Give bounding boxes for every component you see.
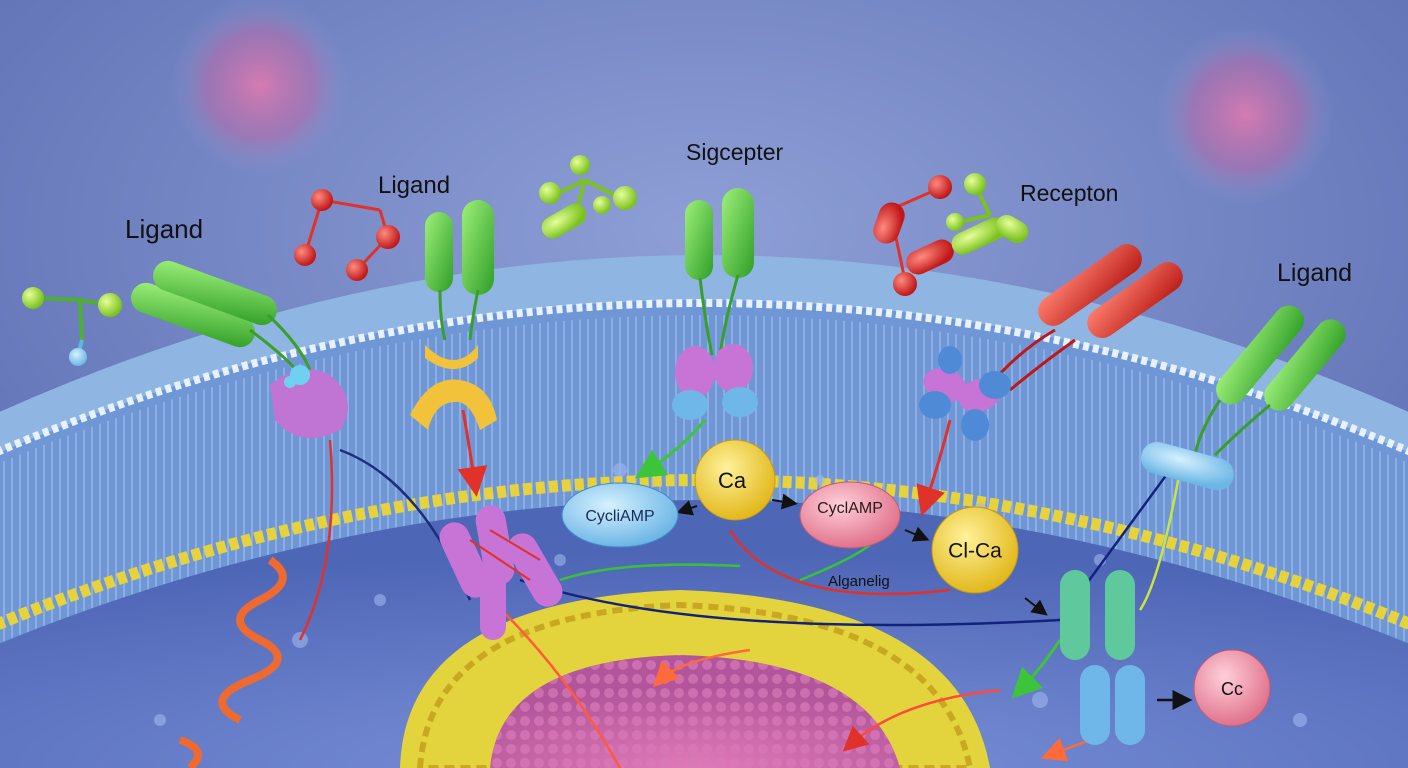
protein-green-blue — [1060, 570, 1145, 745]
label-ligand-left: Ligand — [125, 214, 203, 244]
arrow-to-nucleus — [1011, 639, 1062, 699]
background-cell-right — [1155, 25, 1335, 205]
arrow-ca-to-cycliamp — [676, 500, 698, 516]
protein-helix-orange-2 — [178, 736, 202, 768]
receptor-2-green — [410, 200, 497, 430]
cc-blob: Cc — [1193, 649, 1271, 727]
label-ligand-top: Ligand — [378, 172, 450, 199]
nuclear-pores — [416, 601, 974, 768]
receptor-3-green — [672, 188, 758, 420]
cyclamp-label: CyclAMP — [817, 500, 883, 517]
lipid-heads-inner — [0, 474, 1408, 630]
arrow-cyclamp-to-clca — [904, 526, 930, 542]
cl-ca-blob: Cl-Ca — [931, 506, 1019, 594]
cyclamp-blob: CyclAMP — [799, 481, 901, 549]
receptor-5-green — [1141, 305, 1346, 491]
cycliamp-label: CycliAMP — [585, 508, 654, 525]
arrow-ca-to-cyclamp — [771, 493, 798, 510]
arrow-to-cl-ca — [916, 419, 952, 517]
label-recepton: Recepton — [1020, 180, 1118, 206]
cl-ca-label: Cl-Ca — [948, 540, 1002, 563]
ca-label: Ca — [718, 468, 747, 493]
cycliamp-blob: CycliAMP — [561, 482, 679, 548]
protein-helix-orange — [218, 556, 287, 724]
arrow-clca-out — [1024, 597, 1048, 616]
receptor-1-green — [131, 260, 348, 438]
ligand-molecule-left — [22, 287, 122, 366]
arrow-to-complex — [457, 409, 488, 497]
ligand-molecule-green-top — [539, 155, 637, 239]
ligand-molecule-green-right — [946, 173, 1029, 255]
ca-blob: Ca — [694, 439, 776, 521]
arrow-to-cycliamp — [634, 419, 707, 479]
ligand-molecule-red-right — [873, 175, 954, 296]
background-cell-left — [170, 0, 350, 175]
label-sigcepter: Sigcepter — [686, 139, 784, 165]
ligand-molecule-red-left — [294, 189, 400, 281]
cc-label: Cc — [1221, 679, 1243, 699]
protein-complex-purple — [439, 505, 563, 640]
label-ligand-right: Ligand — [1277, 259, 1352, 287]
chromatin-texture — [490, 655, 900, 768]
alganelig-label: Alganelig — [828, 573, 890, 590]
receptor-4-red — [919, 244, 1183, 441]
